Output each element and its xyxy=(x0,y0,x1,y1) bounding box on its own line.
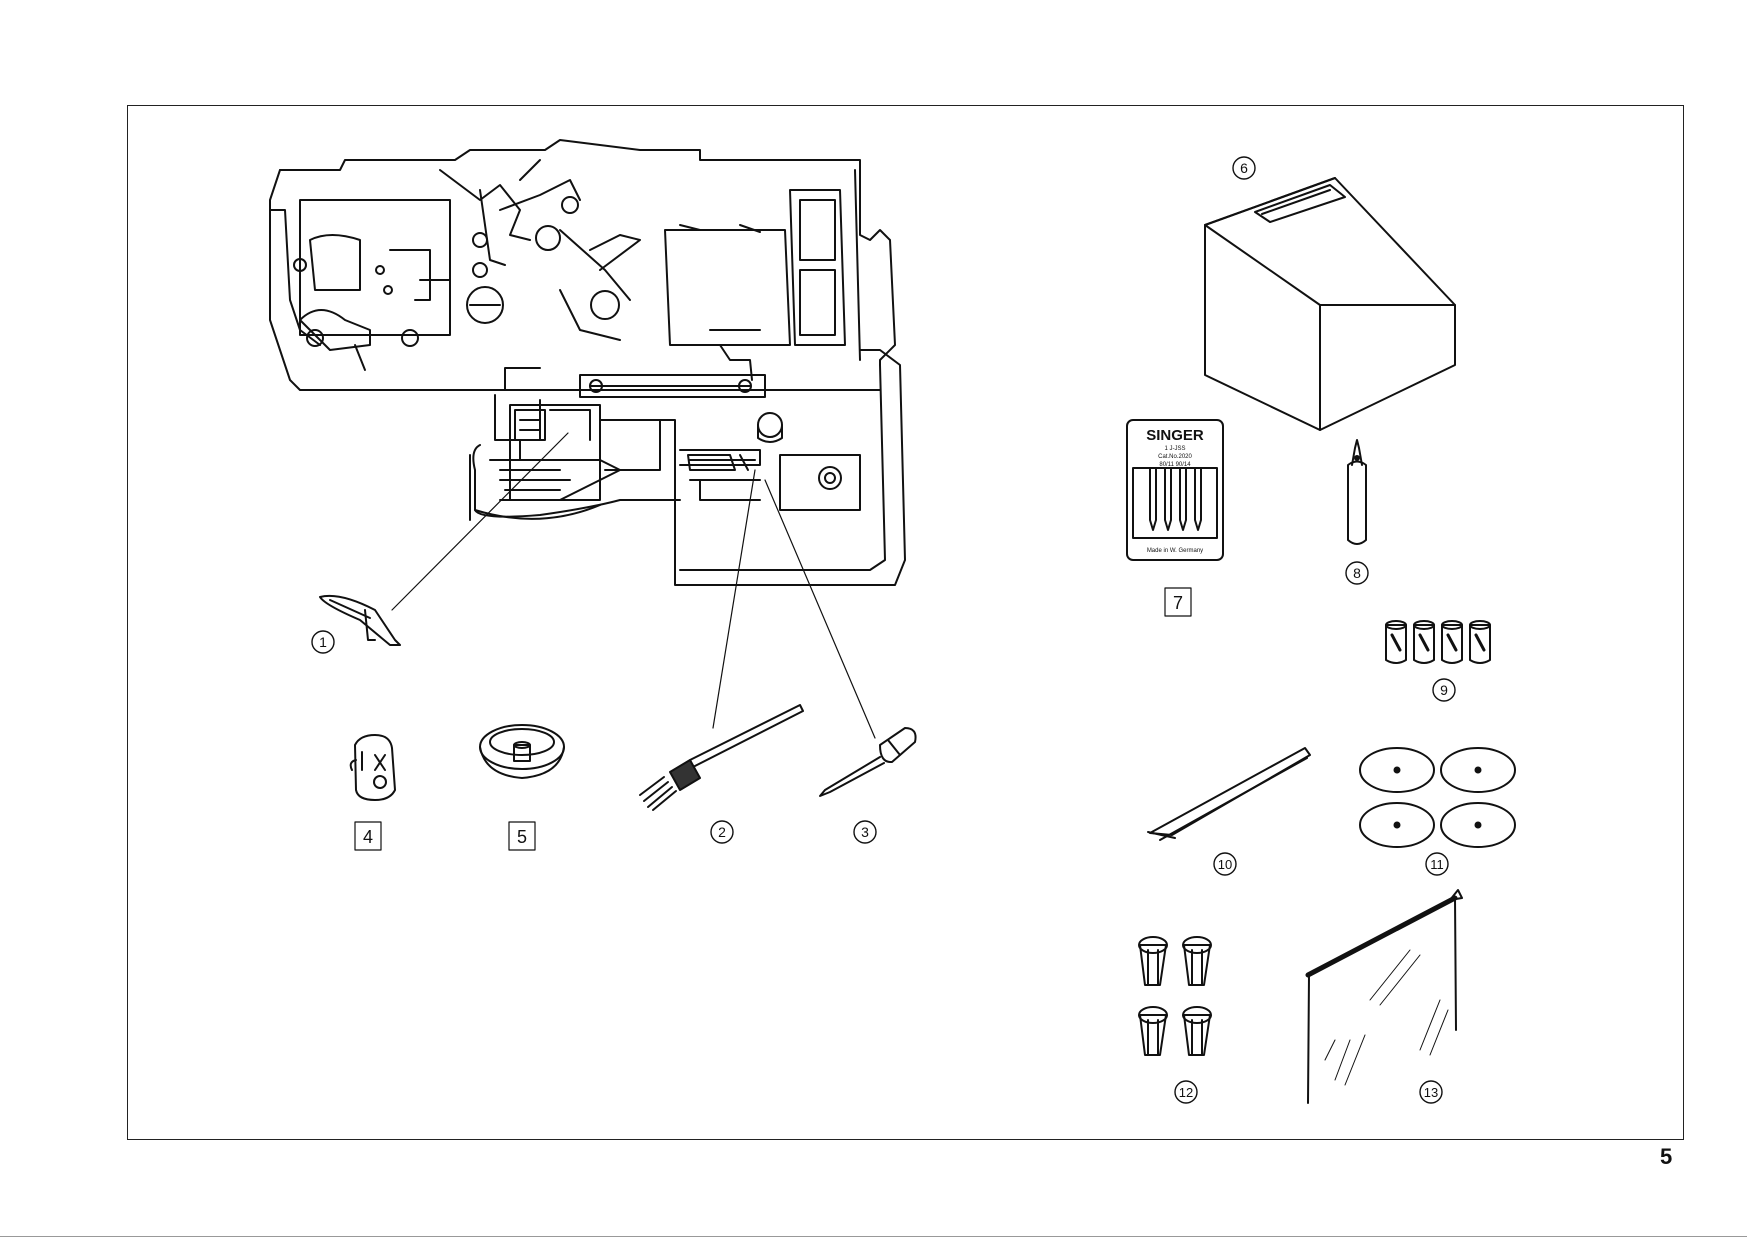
part-6-dust-cover xyxy=(1205,178,1455,430)
callout-4: 4 xyxy=(363,827,373,847)
needle-pack-footer: Made in W. Germany xyxy=(1147,548,1203,554)
page-number: 5 xyxy=(1660,1144,1672,1170)
part-10-tweezers xyxy=(1148,748,1310,840)
callout-7: 7 xyxy=(1173,593,1183,613)
needle-pack-brand: SINGER xyxy=(1146,427,1204,444)
part-12-spool-caps xyxy=(1139,937,1211,1055)
needle-pack-line-1: 1 J-JSS xyxy=(1164,446,1185,452)
part-8-oiler xyxy=(1348,440,1366,544)
needle-pack-line-2: Cat.No.2020 xyxy=(1158,454,1192,460)
part-13-zip-bag xyxy=(1308,890,1462,1103)
part-1-seam-guide xyxy=(320,596,400,645)
machine-illustration xyxy=(270,140,905,585)
part-3-screwdriver xyxy=(820,728,916,796)
callout-12: 12 xyxy=(1179,1085,1193,1100)
part-4-clip xyxy=(351,735,395,800)
callout-2: 2 xyxy=(718,824,726,840)
callout-9: 9 xyxy=(1440,682,1448,698)
part-9-spool-holders xyxy=(1386,621,1490,663)
callout-10: 10 xyxy=(1218,857,1232,872)
callout-8: 8 xyxy=(1353,565,1361,581)
callout-11: 11 xyxy=(1430,857,1444,872)
part-11-discs xyxy=(1360,748,1515,847)
callout-6: 6 xyxy=(1240,160,1248,176)
bottom-rule xyxy=(0,1236,1747,1237)
callout-1: 1 xyxy=(319,634,327,650)
callout-3: 3 xyxy=(861,824,869,840)
needle-pack-line-3: 80/11 90/14 xyxy=(1159,462,1191,468)
part-2-brush xyxy=(640,705,803,810)
callout-13: 13 xyxy=(1424,1085,1438,1100)
callout-5: 5 xyxy=(517,827,527,847)
part-5-dish xyxy=(480,725,564,778)
